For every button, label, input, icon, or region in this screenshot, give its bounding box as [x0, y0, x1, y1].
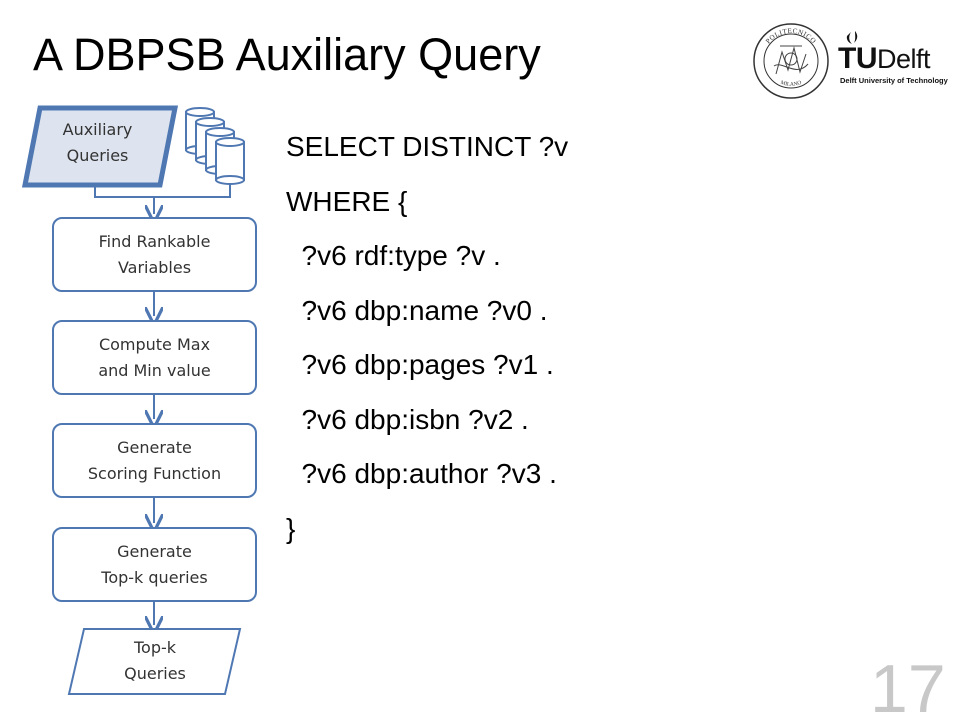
page-number: 17 — [870, 651, 946, 727]
step4-label: Generate Top-k queries — [101, 542, 208, 587]
query-line: ?v6 rdf:type ?v . — [286, 240, 501, 271]
svg-text:MILANO: MILANO — [780, 80, 803, 88]
query-line: ?v6 dbp:author ?v3 . — [286, 458, 557, 489]
query-line: WHERE { — [286, 185, 408, 217]
query-line: } — [286, 512, 296, 544]
flame-icon — [846, 31, 858, 44]
query-line: ?v6 dbp:name ?v0 . — [286, 294, 548, 326]
slide-title: A DBPSB Auxiliary Query — [33, 29, 541, 80]
polimi-seal-logo: POLITECNICO MILANO — [753, 23, 829, 99]
tudelft-subtitle: Delft University of Technology — [840, 76, 948, 85]
polimi-ring-bottom: MILANO — [780, 80, 803, 88]
step1-label: Find Rankable Variables — [98, 232, 211, 277]
tudelft-delft: Delft — [877, 44, 931, 74]
tudelft-tu: TU — [838, 42, 878, 75]
auxiliary-queries-node — [21, 105, 179, 188]
flow-diagram — [21, 105, 257, 695]
sparql-query: SELECT DISTINCT ?v WHERE { ?v6 rdf:type … — [286, 120, 568, 556]
database-stack-icon — [185, 107, 245, 185]
tudelft-logo: TUDelft Delft University of Technology — [838, 28, 948, 90]
step2-label: Compute Max and Min value — [98, 335, 211, 380]
merge-connector — [94, 184, 231, 198]
query-line: ?v6 dbp:isbn ?v2 . — [286, 403, 529, 435]
step3-label: Generate Scoring Function — [87, 438, 222, 483]
output-label: Top-k Queries — [124, 638, 186, 683]
query-line: SELECT DISTINCT ?v — [286, 131, 569, 162]
topk-queries-node — [67, 628, 242, 695]
input-label: Auxiliary Queries — [62, 120, 133, 165]
query-line: ?v6 dbp:pages ?v1 . — [286, 349, 554, 380]
